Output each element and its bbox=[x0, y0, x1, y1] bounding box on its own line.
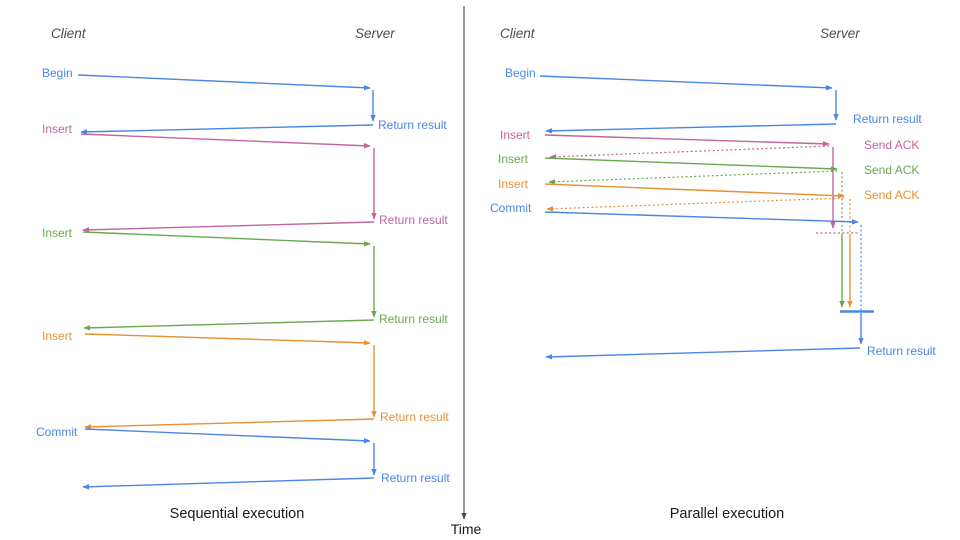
client-heading: Client bbox=[500, 26, 536, 41]
return-result-label: Return result bbox=[379, 213, 448, 227]
commit-request-arrow bbox=[544, 211, 859, 225]
parallel-caption: Parallel execution bbox=[670, 506, 784, 522]
return-result-label: Return result bbox=[853, 112, 922, 126]
insert1-request-arrow bbox=[80, 133, 371, 149]
insert2-ack-arrow bbox=[548, 170, 838, 185]
time-axis-label: Time bbox=[451, 521, 482, 537]
begin-request-arrow bbox=[539, 75, 833, 91]
insert3-request-arrow bbox=[84, 333, 371, 346]
begin-return-arrow bbox=[80, 124, 374, 135]
return-result-label: Return result bbox=[380, 410, 449, 424]
return-result-label: Return result bbox=[378, 118, 447, 132]
sequential-caption: Sequential execution bbox=[170, 506, 305, 522]
return-result-label: Return result bbox=[381, 471, 450, 485]
client-heading: Client bbox=[51, 26, 87, 41]
insert-label: Insert bbox=[498, 152, 529, 166]
begin-label: Begin bbox=[42, 66, 73, 80]
server-heading: Server bbox=[355, 26, 395, 41]
insert1-request-arrow bbox=[544, 134, 830, 147]
return-result-label: Return result bbox=[379, 312, 448, 326]
insert3-request-arrow bbox=[544, 183, 845, 199]
insert2-request-arrow bbox=[82, 231, 371, 247]
commit-label: Commit bbox=[490, 201, 532, 215]
commit-return-arrow bbox=[545, 347, 861, 360]
begin-label: Begin bbox=[505, 66, 536, 80]
insert-label: Insert bbox=[500, 128, 531, 142]
commit-label: Commit bbox=[36, 425, 78, 439]
insert3-ack-arrow bbox=[546, 197, 845, 212]
insert-label: Insert bbox=[42, 226, 73, 240]
insert2-request-arrow bbox=[544, 157, 838, 172]
insert-label: Insert bbox=[42, 329, 73, 343]
begin-request-arrow bbox=[77, 74, 371, 91]
begin-return-arrow bbox=[545, 123, 837, 134]
insert3-return-arrow bbox=[84, 418, 375, 430]
send-ack-label: Send ACK bbox=[864, 138, 919, 152]
server-heading: Server bbox=[820, 26, 860, 41]
commit-request-arrow bbox=[84, 428, 371, 444]
insert2-return-arrow bbox=[83, 319, 375, 331]
insert1-ack-arrow bbox=[549, 145, 830, 160]
send-ack-label: Send ACK bbox=[864, 188, 919, 202]
insert-label: Insert bbox=[498, 177, 529, 191]
send-ack-label: Send ACK bbox=[864, 163, 919, 177]
return-result-label: Return result bbox=[867, 344, 936, 358]
insert-label: Insert bbox=[42, 122, 73, 136]
commit-return-arrow bbox=[82, 477, 375, 490]
insert1-return-arrow bbox=[82, 221, 375, 233]
